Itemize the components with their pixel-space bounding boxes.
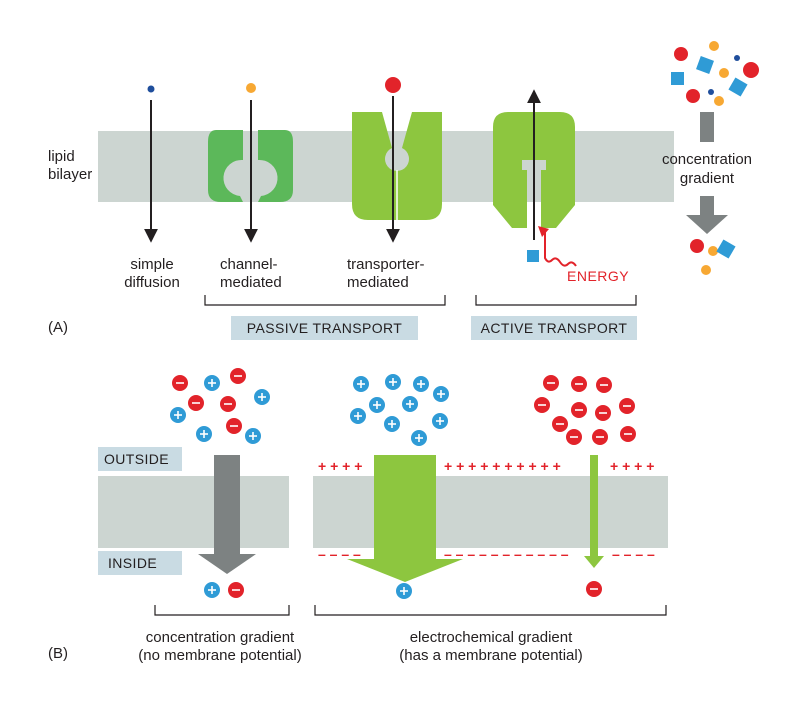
small-solute-dot xyxy=(147,85,155,93)
channel-protein-right xyxy=(258,130,293,202)
lipid-bilayer-b-left xyxy=(98,476,289,548)
orange-ion xyxy=(714,96,724,106)
orange-ion xyxy=(719,68,729,78)
passive-bracket xyxy=(204,295,446,306)
minus-charges-middle: – – – – – – – – – – – xyxy=(444,546,569,562)
simple-diffusion-label: simple diffusion xyxy=(124,256,180,291)
channel-mediated-label: channel- mediated xyxy=(220,256,282,291)
navy-dot xyxy=(734,55,740,61)
blue-square xyxy=(671,72,684,85)
plus-charges-middle: + + + + + + + + + + xyxy=(444,458,561,474)
plus-charges-left: + + + + xyxy=(318,458,362,474)
pump-protein xyxy=(493,112,575,228)
gradient-arrow-shaft-bottom xyxy=(700,196,714,216)
energy-arrowhead xyxy=(538,226,549,237)
blue-square xyxy=(696,56,714,74)
electrochemical-arrow-shaft-large xyxy=(374,455,436,561)
panel-a-label: (A) xyxy=(48,319,68,336)
minus-charges-right: – – – – xyxy=(612,546,655,562)
concentration-caption-line2: (no membrane potential) xyxy=(138,647,302,664)
blue-square xyxy=(728,77,748,97)
concentration-gradient-label: concentration gradient xyxy=(661,151,753,187)
plus-charges-right: + + + + xyxy=(610,458,654,474)
concentration-arrow-shaft xyxy=(214,455,240,555)
orange-ion xyxy=(709,41,719,51)
electrochemical-caption-line1: electrochemical gradient xyxy=(409,629,573,646)
concentration-caption-line1: concentration gradient xyxy=(145,629,295,646)
electrochemical-caption-line2: (has a membrane potential) xyxy=(399,647,583,664)
minus-charges-left: – – – – xyxy=(318,546,361,562)
energy-wavy-arrow xyxy=(544,232,577,267)
passive-transport-tag: PASSIVE TRANSPORT xyxy=(231,316,418,340)
concentration-bracket xyxy=(154,605,290,616)
electrochemical-bracket xyxy=(314,605,667,616)
ion-group xyxy=(170,368,636,599)
blue-square xyxy=(716,239,736,259)
channel-protein-left xyxy=(208,130,243,202)
outside-tag: OUTSIDE xyxy=(98,447,182,471)
red-ion xyxy=(674,47,688,61)
electrochemical-arrowhead-small xyxy=(584,556,604,568)
red-ion xyxy=(690,239,704,253)
gradient-arrow-shaft-top xyxy=(700,112,714,142)
orange-ion xyxy=(701,265,711,275)
transporter-solute-dot xyxy=(385,77,401,93)
active-bracket xyxy=(475,295,637,306)
membrane-charge-signs: + + + + + + + + + + + + + + + + + + – – … xyxy=(318,458,655,562)
transporter-mediated-label: transporter- mediated xyxy=(347,256,425,291)
square-solute xyxy=(527,250,539,262)
concentration-arrowhead xyxy=(198,554,256,574)
energy-label: ENERGY xyxy=(567,268,630,284)
lipid-bilayer-b-right xyxy=(313,476,668,548)
gradient-arrowhead xyxy=(686,215,728,234)
red-ion xyxy=(686,89,700,103)
channel-solute-dot xyxy=(246,83,256,93)
orange-ion xyxy=(708,246,718,256)
lipid-bilayer-label: lipid bilayer xyxy=(48,148,93,183)
inside-tag: INSIDE xyxy=(98,551,182,575)
electrochemical-arrow-shaft-small xyxy=(590,455,598,558)
red-ion xyxy=(743,62,759,78)
navy-dot xyxy=(708,89,714,95)
active-transport-tag: ACTIVE TRANSPORT xyxy=(471,316,637,340)
electrochemical-arrowhead-large xyxy=(347,559,463,582)
panel-b-label: (B) xyxy=(48,645,68,662)
transporter-protein xyxy=(352,112,442,220)
